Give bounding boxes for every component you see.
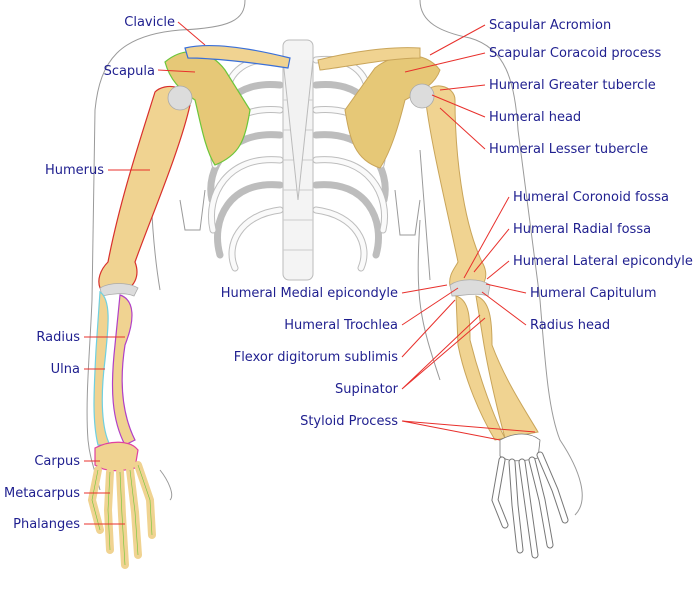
hand-right <box>491 433 569 559</box>
label-carpus: Carpus <box>34 454 80 469</box>
label-humeral-medial-epicondyle: Humeral Medial epicondyle <box>221 286 398 301</box>
label-scapular-coracoid: Scapular Coracoid process <box>489 46 662 61</box>
humeral-head-right <box>409 83 435 109</box>
clavicle-left <box>184 45 291 69</box>
clavicle-right <box>317 47 421 71</box>
elbow-cartilage-left <box>99 283 139 297</box>
label-clavicle: Clavicle <box>124 15 175 30</box>
labels: Clavicle Scapula Humerus Radius Ulna Car… <box>4 15 693 532</box>
leader-lines <box>84 21 536 525</box>
radius-right <box>475 295 539 439</box>
humerus-right <box>424 85 487 291</box>
label-humeral-lateral-epicondyle: Humeral Lateral epicondyle <box>513 254 693 269</box>
label-humeral-greater-tubercle: Humeral Greater tubercle <box>489 78 656 93</box>
hand-left <box>87 441 156 569</box>
label-styloid-process: Styloid Process <box>300 414 398 429</box>
label-radius: Radius <box>36 330 80 345</box>
label-radius-head: Radius head <box>530 318 610 333</box>
label-supinator: Supinator <box>335 382 399 397</box>
label-phalanges: Phalanges <box>13 517 80 532</box>
label-humeral-lesser-tubercle: Humeral Lesser tubercle <box>489 142 648 157</box>
label-humeral-capitulum: Humeral Capitulum <box>530 286 657 301</box>
label-flexor-digitorum: Flexor digitorum sublimis <box>234 350 399 365</box>
label-scapula: Scapula <box>104 64 155 79</box>
label-humeral-coronoid-fossa: Humeral Coronoid fossa <box>513 190 669 205</box>
label-humeral-trochlea: Humeral Trochlea <box>284 318 398 333</box>
humeral-head-left <box>167 85 193 111</box>
label-humerus: Humerus <box>45 163 104 178</box>
torso-outline <box>179 189 421 236</box>
label-humeral-radial-fossa: Humeral Radial fossa <box>513 222 651 237</box>
label-metacarpus: Metacarpus <box>4 486 80 501</box>
humerus-left <box>98 85 191 291</box>
label-scapular-acromion: Scapular Acromion <box>489 18 611 33</box>
radius-left <box>111 294 136 446</box>
label-humeral-head: Humeral head <box>489 110 581 125</box>
label-ulna: Ulna <box>51 362 80 377</box>
